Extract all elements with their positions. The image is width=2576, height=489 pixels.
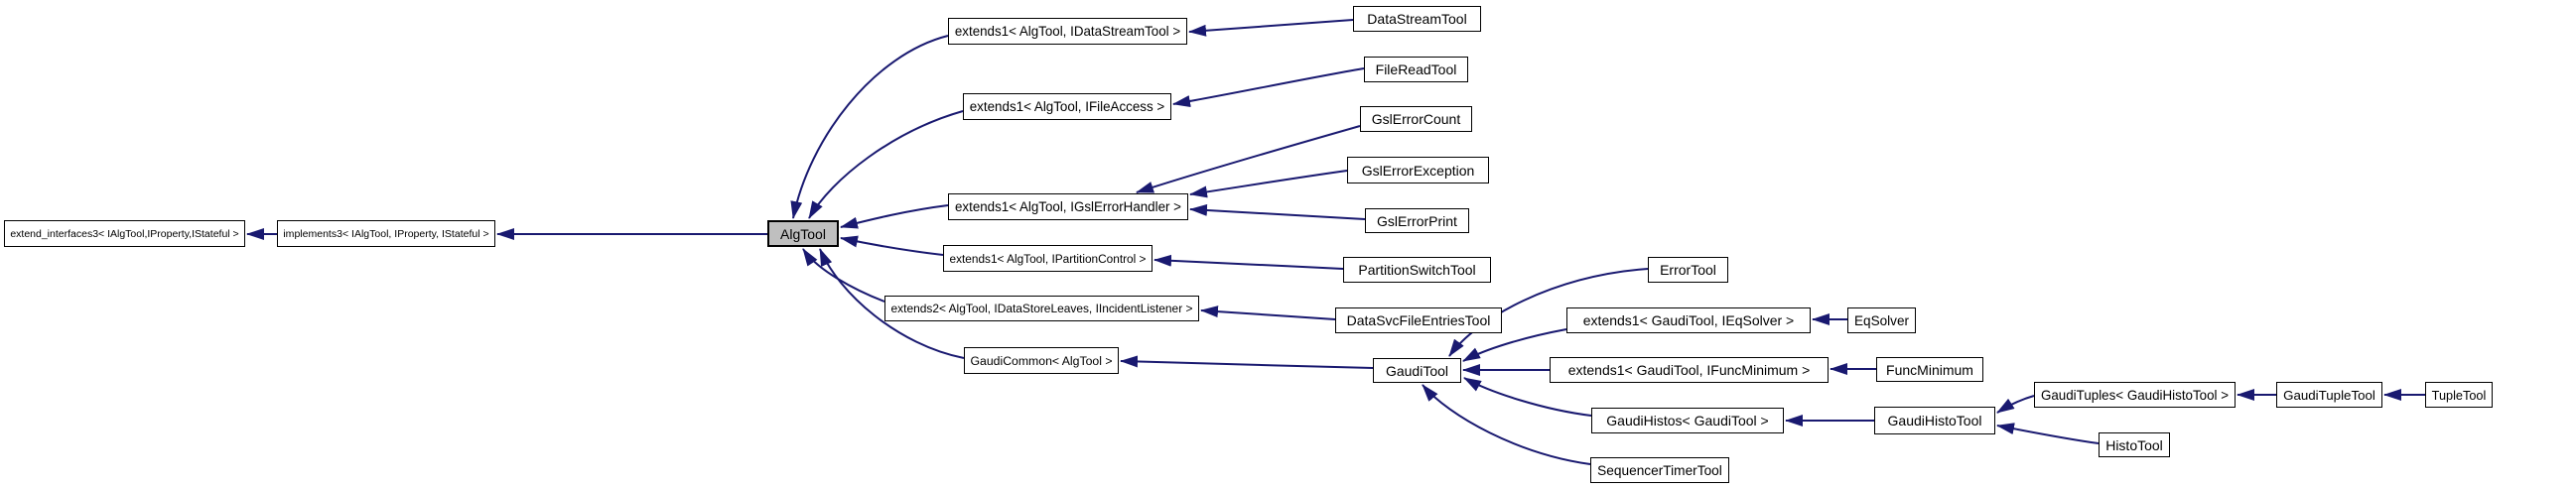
inheritance-edge-gslerrorprint-to-extends1-igslerrorhandler <box>1189 203 1366 220</box>
class-node-extends1-ifileaccess[interactable]: extends1< AlgTool, IFileAccess > <box>963 93 1171 120</box>
class-node-label: extends1< GaudiTool, IEqSolver > <box>1582 312 1795 328</box>
class-node-label: GaudiTuples< GaudiHistoTool > <box>2040 387 2230 403</box>
inheritance-edge-datastreamtool-to-extends1-idatastreamtool <box>1188 19 1354 37</box>
class-node-label: ErrorTool <box>1660 262 1716 278</box>
class-node-label: FuncMinimum <box>1886 361 1973 378</box>
class-node-label: GslErrorCount <box>1371 111 1461 127</box>
class-node-extends1-igslerrorhandler[interactable]: extends1< AlgTool, IGslErrorHandler > <box>948 193 1188 220</box>
inheritance-edge-gslerrorcount-to-extends1-igslerrorhandler <box>1136 125 1361 193</box>
inheritance-edge-errortool-to-gauditool <box>1448 268 1649 357</box>
class-node-label: GaudiTupleTool <box>2283 387 2375 403</box>
inheritance-edge-gaudicommon-to-algtool <box>819 248 965 359</box>
class-node-gslerrorcount[interactable]: GslErrorCount <box>1360 106 1472 132</box>
class-node-extend-interfaces3[interactable]: extend_interfaces3< IAlgTool,IProperty,I… <box>4 220 245 247</box>
class-node-label: AlgTool <box>780 225 826 242</box>
class-node-label: extends1< AlgTool, IFileAccess > <box>969 99 1165 114</box>
class-node-label: extends1< AlgTool, IDataStreamTool > <box>954 24 1181 39</box>
inheritance-edge-datasvcfileentriestool-to-extends2-idatastoreleaves <box>1200 306 1336 320</box>
class-node-label: GaudiHistos< GaudiTool > <box>1606 413 1769 428</box>
inheritance-edge-gauditool-to-gaudicommon <box>1120 355 1374 369</box>
class-node-label: GaudiHistoTool <box>1887 413 1982 428</box>
inheritance-edge-gaudituples-to-gaudihistotool <box>1996 395 2035 414</box>
class-node-gaudihistos[interactable]: GaudiHistos< GaudiTool > <box>1591 408 1784 433</box>
inheritance-edge-sequencertimertool-to-gauditool <box>1422 384 1591 465</box>
class-node-label: DataStreamTool <box>1367 11 1467 27</box>
class-node-filereadtool[interactable]: FileReadTool <box>1364 57 1468 82</box>
inheritance-edge-filereadtool-to-extends1-ifileaccess <box>1172 67 1365 107</box>
inheritance-edge-gslerrorexception-to-extends1-igslerrorhandler <box>1189 170 1348 198</box>
class-node-label: FileReadTool <box>1375 61 1457 77</box>
inheritance-edge-extends1-idatastreamtool-to-algtool <box>790 35 949 219</box>
class-node-histotool[interactable]: HistoTool <box>2099 432 2170 457</box>
class-node-label: extends1< AlgTool, IGslErrorHandler > <box>955 199 1181 214</box>
class-node-label: GaudiCommon< AlgTool > <box>970 353 1113 368</box>
class-node-label: implements3< IAlgTool, IProperty, IState… <box>283 227 489 240</box>
class-node-algtool: AlgTool <box>767 220 839 247</box>
class-node-tupletool[interactable]: TupleTool <box>2425 382 2493 408</box>
class-node-datasvcfileentriestool[interactable]: DataSvcFileEntriesTool <box>1335 307 1502 333</box>
class-node-extends1-idatastreamtool[interactable]: extends1< AlgTool, IDataStreamTool > <box>948 18 1187 45</box>
class-node-errortool[interactable]: ErrorTool <box>1648 257 1728 283</box>
class-node-label: SequencerTimerTool <box>1597 462 1722 478</box>
class-node-gslerrorprint[interactable]: GslErrorPrint <box>1365 208 1469 233</box>
class-node-label: PartitionSwitchTool <box>1358 262 1476 278</box>
class-node-label: GaudiTool <box>1385 362 1449 379</box>
class-node-label: GslErrorPrint <box>1377 212 1457 229</box>
class-node-label: GslErrorException <box>1361 162 1475 179</box>
inheritance-edge-histotool-to-gaudihistotool <box>1996 423 2100 444</box>
inheritance-edge-extends1-igslerrorhandler-to-algtool <box>840 204 949 229</box>
inheritance-edge-partitionswitchtool-to-extends1-ipartitioncontrol <box>1153 254 1344 270</box>
class-node-extends2-idatastoreleaves[interactable]: extends2< AlgTool, IDataStoreLeaves, IIn… <box>884 296 1199 321</box>
class-node-label: HistoTool <box>2105 436 2163 453</box>
class-node-eqsolver[interactable]: EqSolver <box>1847 307 1916 333</box>
class-node-implements3[interactable]: implements3< IAlgTool, IProperty, IState… <box>277 220 495 247</box>
inheritance-edge-extends1-ifileaccess-to-algtool <box>808 110 964 219</box>
class-node-gslerrorexception[interactable]: GslErrorException <box>1347 157 1489 183</box>
class-node-partitionswitchtool[interactable]: PartitionSwitchTool <box>1343 257 1491 283</box>
class-node-label: extend_interfaces3< IAlgTool,IProperty,I… <box>10 227 239 240</box>
class-node-label: TupleTool <box>2431 387 2487 403</box>
class-node-gaudituples[interactable]: GaudiTuples< GaudiHistoTool > <box>2034 382 2236 408</box>
class-node-datastreamtool[interactable]: DataStreamTool <box>1353 6 1481 32</box>
class-node-gaudihistotool[interactable]: GaudiHistoTool <box>1874 407 1995 434</box>
class-node-gauditool[interactable]: GaudiTool <box>1373 358 1461 383</box>
class-node-label: EqSolver <box>1854 312 1909 328</box>
class-node-extends1-ipartitioncontrol[interactable]: extends1< AlgTool, IPartitionControl > <box>943 245 1152 272</box>
inheritance-edge-extends1-ipartitioncontrol-to-algtool <box>840 235 944 256</box>
class-node-extends1-ifuncminimum[interactable]: extends1< GaudiTool, IFuncMinimum > <box>1550 357 1829 383</box>
inheritance-edge-extends1-ieqsolver-to-gauditool <box>1462 328 1567 362</box>
class-node-label: DataSvcFileEntriesTool <box>1346 312 1491 328</box>
class-node-gaudituplettool[interactable]: GaudiTupleTool <box>2276 382 2382 408</box>
class-node-sequencertimertool[interactable]: SequencerTimerTool <box>1590 457 1729 483</box>
class-node-funcminimum[interactable]: FuncMinimum <box>1876 357 1983 382</box>
class-node-extends1-ieqsolver[interactable]: extends1< GaudiTool, IEqSolver > <box>1566 307 1811 333</box>
inheritance-edge-extends2-idatastoreleaves-to-algtool <box>802 248 885 303</box>
class-node-label: extends2< AlgTool, IDataStoreLeaves, IIn… <box>890 302 1193 315</box>
class-node-label: extends1< GaudiTool, IFuncMinimum > <box>1567 362 1811 378</box>
class-node-label: extends1< AlgTool, IPartitionControl > <box>949 251 1147 266</box>
inheritance-edge-gaudihistos-to-gauditool <box>1463 377 1592 417</box>
class-node-gaudicommon[interactable]: GaudiCommon< AlgTool > <box>964 347 1119 374</box>
